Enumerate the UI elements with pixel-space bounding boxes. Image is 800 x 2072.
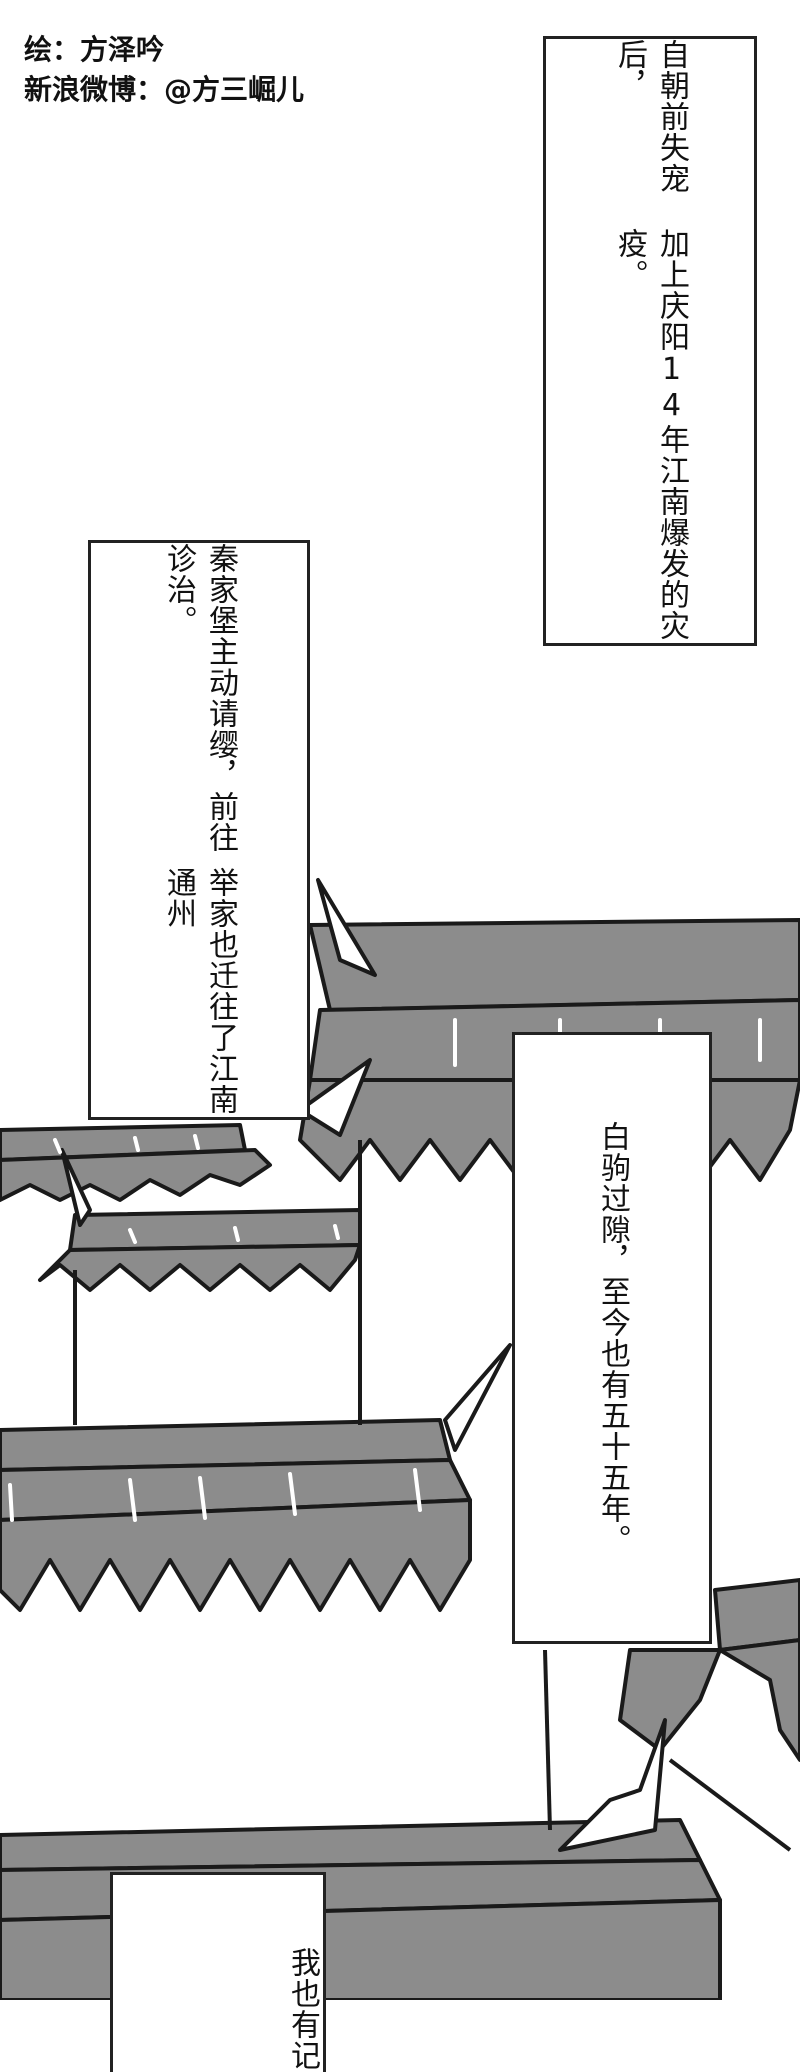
caption-box-1: 自朝前失宠后， 加上庆阳14年江南爆发的灾疫。: [543, 36, 757, 646]
credits-block: 绘：方泽吟 新浪微博：@方三崛儿: [24, 30, 304, 110]
caption-box-3: 白驹过隙，至今也有五十五年。: [512, 1032, 712, 1644]
caption-1-line-2: 加上庆阳14年江南爆发的灾疫。: [612, 228, 689, 642]
roof-bottom: [0, 1718, 722, 2000]
caption-box-2: 秦家堡主动请缨，前往诊治。 举家也迁往了江南通州: [88, 540, 310, 1120]
caption-4-line-1: 我: [285, 1946, 320, 1978]
caption-2-line-1: 秦家堡主动请缨，前往诊治。: [161, 543, 238, 853]
comic-page: 绘：方泽吟 新浪微博：@方三崛儿 自朝前失宠后， 加上庆阳14年江南爆发的灾疫。…: [0, 30, 800, 2072]
caption-box-4: 我 也有记: [110, 1872, 326, 2072]
caption-1-line-1: 自朝前失宠后，: [612, 39, 689, 194]
support-posts: [73, 1140, 792, 1852]
caption-2-line-2: 举家也迁往了江南通州: [161, 867, 238, 1116]
caption-4-line-2: 也有记: [285, 1977, 320, 2071]
artist-credit: 绘：方泽吟: [24, 33, 165, 66]
weibo-credit: 新浪微博：@方三崛儿: [24, 73, 305, 106]
caption-3-line-1: 白驹过隙，至今也有五十五年。: [595, 1121, 630, 1555]
roof-right-edge: [618, 1578, 800, 1762]
roof-lower-left: [0, 1343, 512, 1612]
